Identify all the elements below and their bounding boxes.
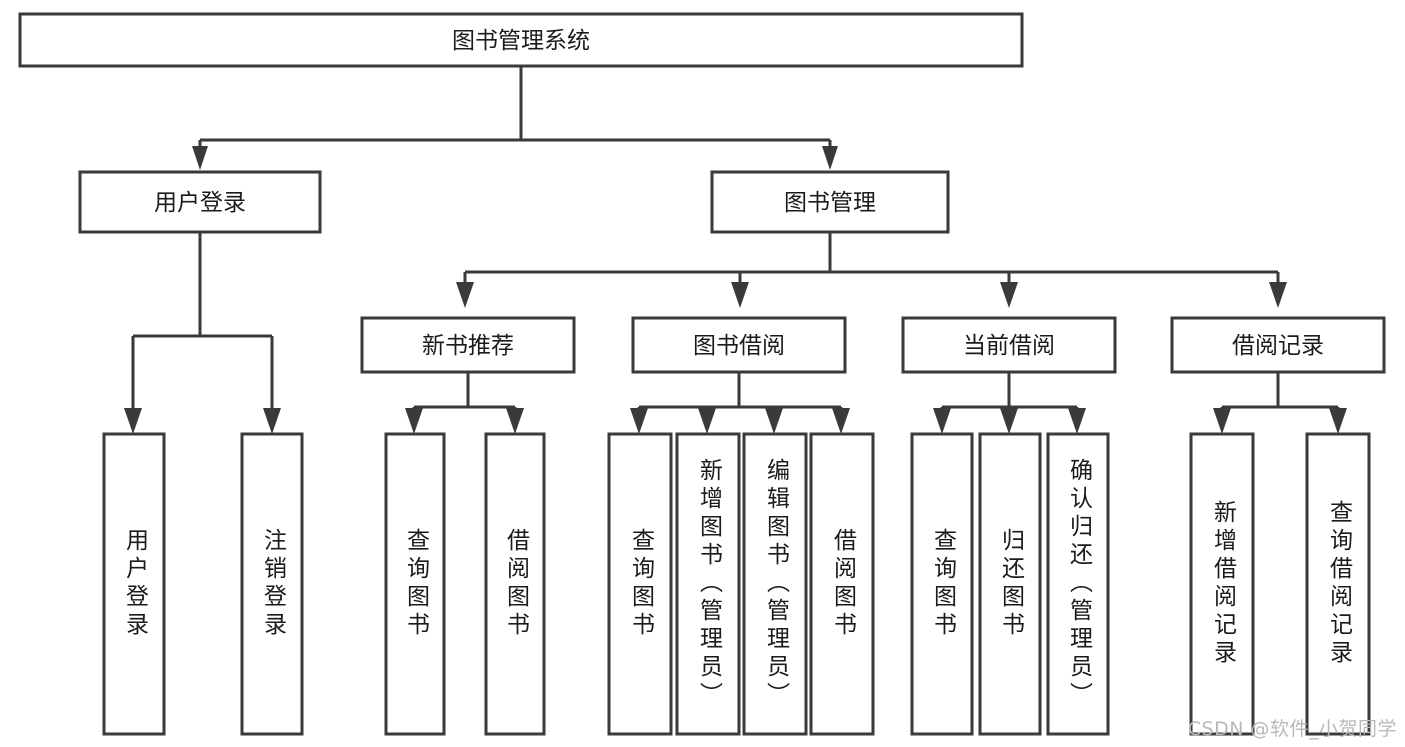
connector-book-manage-to-level3 xyxy=(456,232,1287,308)
node-new-book-recommend-label: 新书推荐 xyxy=(422,333,514,359)
leaf-box-logout[interactable] xyxy=(240,432,304,736)
connector-root-to-level2 xyxy=(192,66,838,170)
leaf-box-cb-query-book[interactable] xyxy=(910,432,974,736)
arrow-head-new-book xyxy=(456,282,474,308)
node-book-manage[interactable]: 图书管理 xyxy=(710,170,950,234)
leaf-box-bb-edit-book[interactable] xyxy=(742,432,808,736)
node-user-login[interactable]: 用户登录 xyxy=(78,170,322,234)
node-new-book-recommend[interactable]: 新书推荐 xyxy=(360,316,576,374)
node-new-book-recommend-box[interactable] xyxy=(360,316,576,374)
leaf-box-bb-query-book[interactable] xyxy=(607,432,673,736)
arrow-head-leaf-cb-query xyxy=(933,408,951,434)
node-root[interactable]: 图书管理系统 xyxy=(18,12,1024,68)
node-book-borrow-label: 图书借阅 xyxy=(693,333,785,359)
node-book-manage-label: 图书管理 xyxy=(784,190,876,216)
arrow-head-book-borrow xyxy=(731,282,749,308)
arrow-head-current-borrow xyxy=(1000,282,1018,308)
leaf-box-nb-query-book[interactable] xyxy=(384,432,446,736)
node-book-borrow-box[interactable] xyxy=(631,316,847,374)
leaf-box-bb-borrow-book[interactable] xyxy=(809,432,875,736)
node-borrow-record-box[interactable] xyxy=(1170,316,1386,374)
arrow-head-leaf-br-add xyxy=(1213,408,1231,434)
arrow-head-leaf-cb-confirm xyxy=(1068,408,1086,434)
arrow-head-borrow-record xyxy=(1269,282,1287,308)
node-current-borrow-label: 当前借阅 xyxy=(963,333,1055,359)
node-book-borrow[interactable]: 图书借阅 xyxy=(631,316,847,374)
leaf-box-cb-confirm-return[interactable] xyxy=(1046,432,1110,736)
connector-borrow-record-to-leaves xyxy=(1213,372,1347,434)
node-root-label: 图书管理系统 xyxy=(452,28,590,54)
arrow-head-leaf-bb-add xyxy=(698,408,716,434)
node-borrow-record-label: 借阅记录 xyxy=(1232,333,1324,359)
arrow-head-leaf-br-query xyxy=(1329,408,1347,434)
arrow-head-leaf-nb-borrow xyxy=(506,408,524,434)
arrow-head-leaf-bb-edit xyxy=(765,408,783,434)
node-root-box[interactable] xyxy=(18,12,1024,68)
node-user-login-label: 用户登录 xyxy=(154,190,246,216)
node-current-borrow-box[interactable] xyxy=(901,316,1117,374)
connector-book-borrow-to-leaves xyxy=(630,372,850,434)
leaf-box-user-login[interactable] xyxy=(102,432,166,736)
leaf-box-bb-add-book[interactable] xyxy=(675,432,741,736)
node-borrow-record[interactable]: 借阅记录 xyxy=(1170,316,1386,374)
connector-user-login-to-leaves xyxy=(124,232,281,434)
leaf-box-br-query-record[interactable] xyxy=(1305,432,1371,736)
arrow-head-book-manage xyxy=(822,146,838,170)
arrow-head-user-login xyxy=(192,146,208,170)
leaf-box-nb-borrow-book[interactable] xyxy=(484,432,546,736)
arrow-head-leaf-nb-query xyxy=(405,408,423,434)
arrow-head-leaf-cb-return xyxy=(1000,408,1018,434)
connector-current-borrow-to-leaves xyxy=(933,372,1086,434)
leaf-box-cb-return-book[interactable] xyxy=(978,432,1042,736)
node-current-borrow[interactable]: 当前借阅 xyxy=(901,316,1117,374)
node-book-manage-box[interactable] xyxy=(710,170,950,234)
leaf-box-br-add-record[interactable] xyxy=(1189,432,1255,736)
connector-new-book-to-leaves xyxy=(405,372,524,434)
arrow-head-leaf-logout xyxy=(263,408,281,434)
arrow-head-leaf-bb-query xyxy=(630,408,648,434)
arrow-head-leaf-bb-borrow xyxy=(832,408,850,434)
arrow-head-leaf-user-login xyxy=(124,408,142,434)
